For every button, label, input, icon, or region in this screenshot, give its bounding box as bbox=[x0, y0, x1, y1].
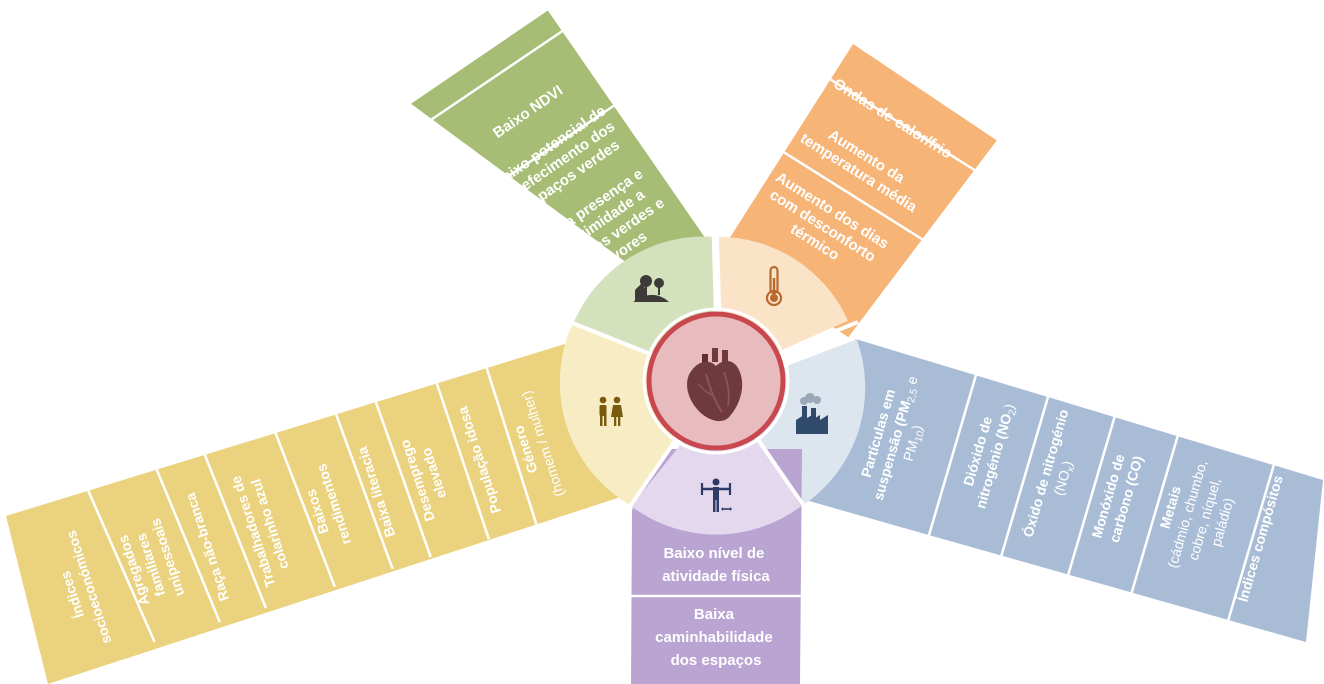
physical-item-line: dos espaços bbox=[671, 652, 762, 669]
air-pollution-arm: Partículas em suspensão (PM2,5 e PM10) D… bbox=[751, 339, 1323, 642]
air-item-line: ) bbox=[1001, 402, 1018, 411]
air-item-subscript: 2 bbox=[1007, 408, 1019, 417]
exercise-icon bbox=[700, 478, 732, 512]
socioeconomic-divider bbox=[435, 383, 491, 540]
air-pollution-panel bbox=[808, 339, 1323, 642]
air-item-line: PM bbox=[900, 438, 921, 463]
air-item-line: ) bbox=[909, 423, 926, 432]
socioeconomic-divider bbox=[155, 469, 221, 623]
socioeconomic-divider bbox=[334, 413, 394, 570]
people-icon bbox=[599, 396, 623, 426]
socioeconomic-divider bbox=[87, 490, 156, 643]
socioeconomic-divider bbox=[374, 401, 432, 558]
air-item-subscript: x bbox=[1065, 466, 1077, 474]
park-trees-icon bbox=[633, 275, 669, 302]
socioeconomic-panel bbox=[6, 338, 633, 684]
temperature-divider bbox=[829, 78, 976, 172]
air-pollution-divider bbox=[998, 394, 1050, 562]
physical-item-line: Baixa bbox=[694, 606, 735, 623]
svg-text:(NOx): (NOx) bbox=[1050, 459, 1078, 498]
heart-icon bbox=[687, 348, 743, 422]
sector-separators bbox=[569, 229, 859, 514]
air-item-subscript: 2,5 bbox=[906, 387, 921, 404]
thermometer-icon bbox=[765, 265, 783, 307]
air-pollution-divider bbox=[1224, 460, 1277, 628]
svg-text:Baixa caminhabilidade: Baixa caminhabilidade dos espaços bbox=[655, 606, 777, 669]
air-item-line: (NO bbox=[1050, 468, 1072, 497]
green-space-arm: Baixo NDVI Baixo potencial de arrefecime… bbox=[411, 10, 717, 362]
green-space-divider bbox=[424, 29, 564, 126]
air-item-line: e bbox=[902, 374, 921, 390]
socioeconomic-divider bbox=[485, 367, 538, 525]
physical-item-line: Baixo nível de bbox=[663, 545, 764, 562]
air-item-line: ) bbox=[1059, 459, 1076, 468]
factory-pollution-icon bbox=[796, 393, 828, 434]
svg-text:Baixo nível de atividade: Baixo nível de atividade física bbox=[662, 545, 770, 585]
physical-item-line: caminhabilidade bbox=[655, 629, 773, 646]
center-heart bbox=[642, 307, 790, 455]
physical-item-line: atividade física bbox=[662, 568, 770, 585]
green-space-divider bbox=[475, 103, 616, 200]
air-pollution-divider bbox=[926, 373, 978, 541]
svg-text:PM10): PM10) bbox=[900, 423, 928, 464]
air-pollution-divider bbox=[1128, 432, 1180, 600]
physical-activity-arm: Baixo nível de atividade física Baixa ca… bbox=[631, 427, 802, 684]
temperature-divider bbox=[783, 151, 929, 245]
air-pollution-divider bbox=[1065, 414, 1117, 582]
socioeconomic-arm: Género (homem / mulher) População idosa … bbox=[6, 323, 681, 684]
socioeconomic-divider bbox=[274, 432, 336, 588]
air-item-subscript: 10 bbox=[913, 429, 927, 443]
socioeconomic-divider bbox=[203, 454, 267, 609]
temperature-arm: Ondas de calor/frio Aumento da temperatu… bbox=[718, 44, 997, 360]
